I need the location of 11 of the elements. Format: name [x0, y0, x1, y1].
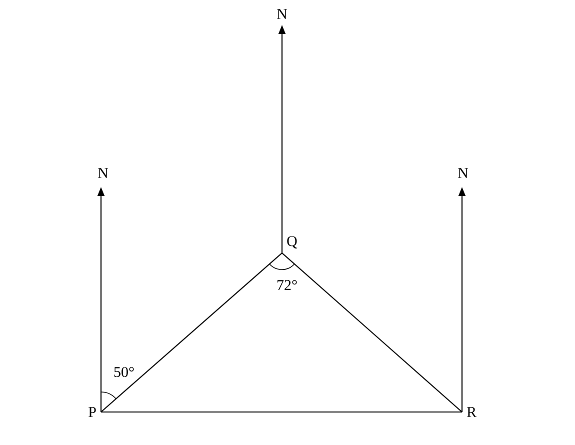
point-label: R [467, 407, 477, 417]
point-label: P [88, 407, 96, 417]
angle-label: 50° [114, 366, 134, 378]
line-segment [100, 252, 282, 412]
north-label: N [98, 168, 108, 178]
north-label: N [458, 168, 468, 178]
point-label: Q [287, 236, 298, 248]
angle-label: 72° [278, 280, 297, 290]
north-label: N [277, 9, 288, 19]
line-segment [282, 252, 462, 412]
line-segment [101, 411, 462, 413]
